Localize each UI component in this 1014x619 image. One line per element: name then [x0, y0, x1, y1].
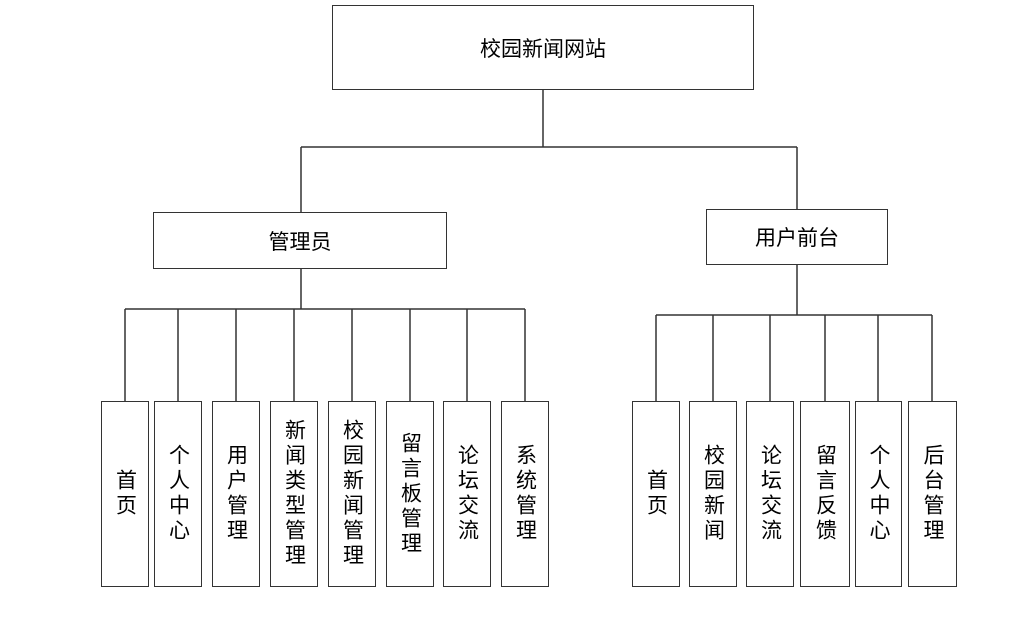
admin-child-label: 首页: [113, 469, 138, 519]
admin-child-node: 留言板管理: [386, 401, 434, 587]
root-node: 校园新闻网站: [332, 5, 754, 90]
admin-child-node: 校园新闻管理: [328, 401, 376, 587]
user-front-node-label: 用户前台: [755, 226, 839, 250]
admin-child-label: 系统管理: [513, 444, 538, 544]
admin-child-label: 新闻类型管理: [282, 419, 307, 569]
user-child-label: 个人中心: [867, 444, 891, 544]
user-child-node: 留言反馈: [800, 401, 850, 587]
user-child-label: 首页: [644, 469, 669, 519]
admin-child-node: 新闻类型管理: [270, 401, 318, 587]
admin-child-node: 论坛交流: [443, 401, 491, 587]
user-child-label: 留言反馈: [813, 444, 838, 544]
user-child-node: 校园新闻: [689, 401, 737, 587]
admin-child-label: 用户管理: [224, 444, 249, 544]
admin-child-node: 个人中心: [154, 401, 202, 587]
user-child-node: 论坛交流: [746, 401, 794, 587]
user-child-node: 首页: [632, 401, 680, 587]
admin-node: 管理员: [153, 212, 447, 269]
user-front-node: 用户前台: [706, 209, 888, 265]
admin-node-label: 管理员: [268, 229, 332, 254]
root-node-label: 校园新闻网站: [480, 36, 606, 61]
user-child-label: 论坛交流: [758, 444, 783, 544]
user-child-label: 后台管理: [921, 444, 945, 544]
user-child-label: 校园新闻: [701, 444, 726, 544]
admin-child-node: 首页: [101, 401, 149, 587]
admin-child-label: 个人中心: [166, 444, 191, 544]
admin-child-label: 留言板管理: [398, 431, 423, 557]
admin-child-label: 论坛交流: [455, 444, 480, 544]
admin-child-node: 用户管理: [212, 401, 260, 587]
user-child-node: 后台管理: [908, 401, 957, 587]
user-child-node: 个人中心: [855, 401, 902, 587]
admin-child-label: 校园新闻管理: [340, 419, 365, 569]
admin-child-node: 系统管理: [501, 401, 549, 587]
